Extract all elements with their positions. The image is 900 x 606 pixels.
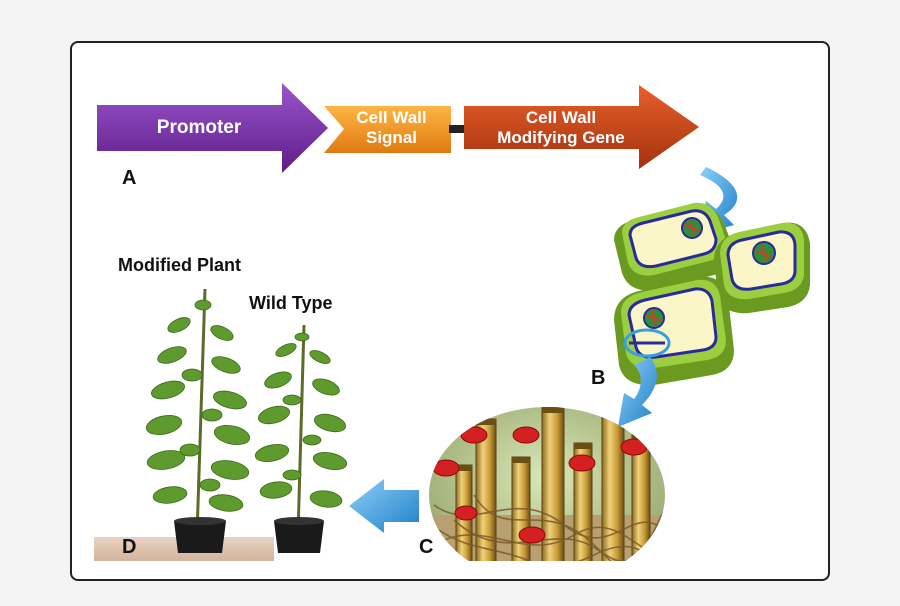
enzyme-dot bbox=[432, 459, 460, 477]
pot bbox=[174, 521, 226, 553]
cell-wall-highlight bbox=[623, 328, 671, 358]
gene-arrow bbox=[464, 85, 699, 169]
gene-label: Cell Wall Modifying Gene bbox=[466, 108, 656, 147]
panel-letter-b: B bbox=[591, 367, 606, 389]
wild-type-plant bbox=[254, 324, 348, 553]
signal-connector bbox=[449, 125, 465, 133]
cell-right bbox=[714, 222, 810, 314]
modified-plant bbox=[145, 288, 251, 553]
fibers-to-plants-arrow-shape bbox=[349, 479, 419, 533]
enzyme-dot bbox=[620, 438, 648, 456]
diagram-graphics bbox=[94, 83, 810, 561]
figure-frame: Promoter Cell Wall Signal Cell Wall Modi… bbox=[70, 41, 830, 581]
fiber-column bbox=[541, 407, 565, 561]
signal-label-line1: Cell Wall bbox=[356, 108, 427, 127]
signal-label: Cell Wall Signal bbox=[334, 108, 449, 147]
enzyme-dot bbox=[518, 526, 546, 544]
cell-bottom bbox=[614, 276, 734, 386]
signal-label-line2: Signal bbox=[365, 127, 417, 147]
diagram-stage: Promoter Cell Wall Signal Cell Wall Modi… bbox=[94, 75, 810, 561]
gene-label-line1: Cell Wall bbox=[525, 108, 597, 127]
fiber-column bbox=[601, 410, 625, 561]
fiber-bundle bbox=[429, 407, 665, 561]
cells-to-fibers-arrow bbox=[618, 357, 657, 427]
promoter-label: Promoter bbox=[156, 117, 242, 138]
plant-cells bbox=[614, 202, 810, 386]
signal-block bbox=[324, 106, 451, 153]
enzyme-dot bbox=[454, 505, 478, 521]
modified-plant-label: Modified Plant bbox=[118, 255, 241, 275]
gene-label-line2: Modifying Gene bbox=[497, 127, 625, 147]
promoter-arrow bbox=[97, 83, 328, 173]
panel-letter-a: A bbox=[122, 167, 137, 189]
enzyme-dot bbox=[512, 426, 540, 444]
panel-letter-d: D bbox=[122, 536, 137, 558]
enzyme-dot bbox=[568, 454, 596, 472]
panel-letter-c: C bbox=[419, 536, 434, 558]
pot bbox=[274, 521, 324, 553]
wild-type-label: Wild Type bbox=[249, 293, 333, 313]
cell-top bbox=[614, 202, 734, 291]
enzyme-dot bbox=[460, 426, 488, 444]
